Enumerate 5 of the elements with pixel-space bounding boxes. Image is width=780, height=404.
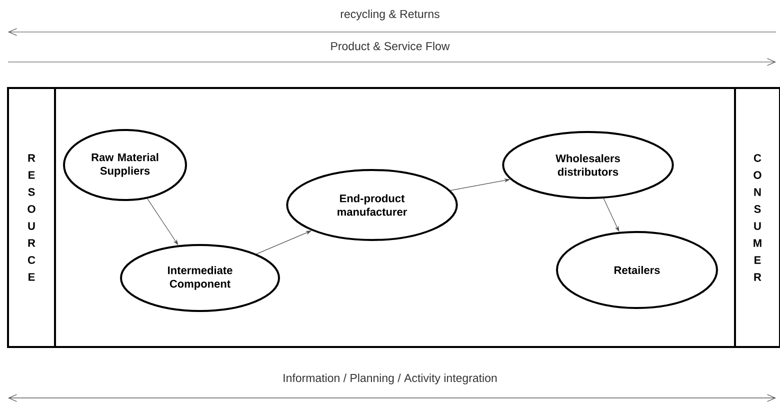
flow-label: Product & Service Flow: [331, 42, 450, 50]
side-band: CONSUMER: [734, 87, 780, 348]
side-band: RESOURCE: [7, 87, 56, 348]
flow-label: Information / Planning / Activity integration: [284, 374, 497, 384]
flow-label: recycling & Returns: [340, 10, 440, 20]
